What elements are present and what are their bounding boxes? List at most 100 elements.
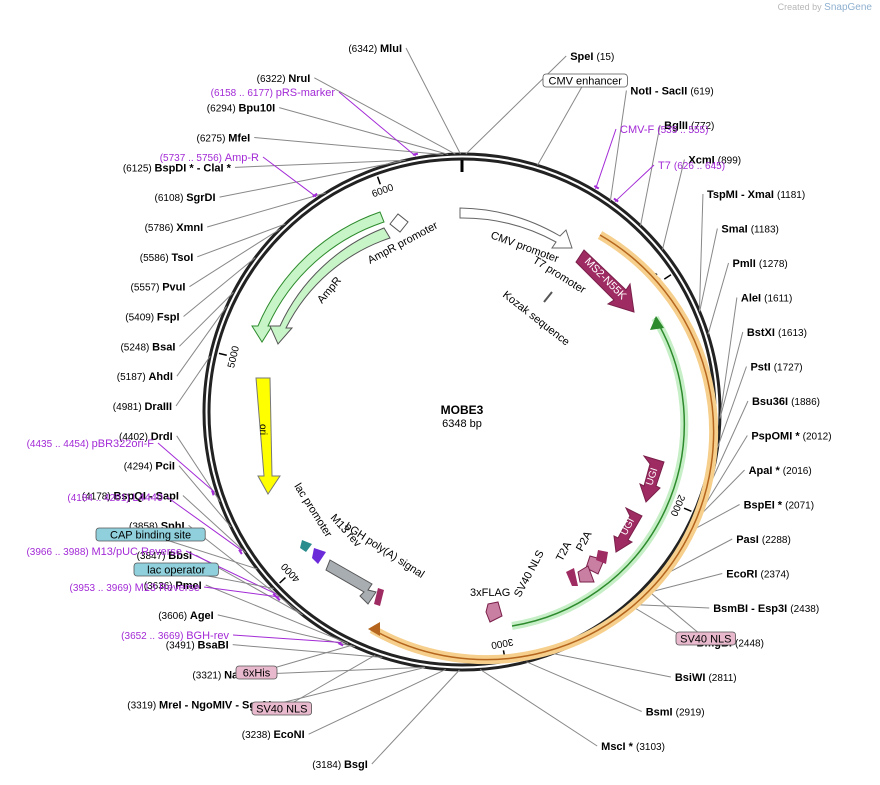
site-label-bbsi[interactable]: (3847) BbsI — [137, 550, 193, 562]
site-label-mrei-ngomiv-sgrai[interactable]: (3319) MreI - NgoMIV - SgrAI — [127, 699, 271, 711]
boxed-leader — [537, 80, 586, 166]
site-position: (3847) — [137, 551, 169, 562]
site-label-fspi[interactable]: (5409) FspI — [125, 312, 179, 324]
site-label-smai[interactable]: SmaI (1183) — [721, 224, 779, 236]
site-label-drdi[interactable]: (4402) DrdI — [119, 431, 173, 443]
primer-label-l4440[interactable]: (4184 .. 4201) L4440 — [67, 492, 163, 504]
site-label-msci-[interactable]: MscI * (3103) — [601, 741, 665, 753]
site-label-nrui[interactable]: (6322) NruI — [257, 73, 311, 85]
site-position: (2016) — [783, 466, 812, 477]
site-label-mfei[interactable]: (6275) MfeI — [197, 133, 251, 145]
boxed-feature-box[interactable] — [542, 73, 628, 88]
site-label-psti[interactable]: PstI (1727) — [750, 362, 802, 374]
site-name: XmnI — [176, 222, 203, 234]
site-label-pvui[interactable]: (5557) PvuI — [131, 282, 186, 294]
site-name: PstI — [750, 362, 773, 374]
site-label-bsiwi[interactable]: BsiWI (2811) — [675, 672, 737, 684]
site-label-pmei[interactable]: (3636) PmeI — [144, 580, 202, 592]
site-name: BspQI - SapI — [113, 491, 178, 503]
site-label-apai-[interactable]: ApaI * (2016) — [749, 465, 812, 477]
ori-label: ori — [257, 424, 268, 435]
sv40-nls-arrow — [577, 565, 595, 583]
primer-label-bgh-rev[interactable]: (3652 .. 3669) BGH-rev — [121, 630, 229, 642]
site-leader-pcii — [178, 465, 232, 528]
site-label-bspei-[interactable]: BspEI * (2071) — [744, 500, 814, 512]
site-label-spei[interactable]: SpeI (15) — [570, 51, 614, 63]
site-label-bsmi[interactable]: BsmI (2919) — [646, 707, 705, 719]
bgh-polya-label: bGH poly(A) signal — [342, 520, 426, 580]
snapgene-brand: SnapGene — [824, 2, 872, 13]
site-label-xcmi[interactable]: XcmI (899) — [688, 155, 741, 167]
boxed-feature-box[interactable] — [251, 701, 312, 716]
boxed-leader — [647, 590, 707, 640]
site-label-agei[interactable]: (3606) AgeI — [158, 610, 214, 622]
site-name: BspEI * — [744, 500, 786, 512]
site-label-bglii[interactable]: BglII (772) — [664, 120, 714, 132]
primer-label-pbr322ori-f[interactable]: (4435 .. 4454) pBR322ori-F — [27, 438, 155, 450]
site-label-mlui[interactable]: (6342) MluI — [348, 43, 402, 55]
green-forward-arc-line — [511, 317, 685, 627]
boxed-feature-box[interactable] — [95, 527, 206, 542]
site-label-bsmbi-esp3i[interactable]: BsmBI - Esp3I (2438) — [713, 603, 819, 615]
site-name: XcmI — [688, 155, 717, 167]
site-label-bsabi[interactable]: (3491) BsaBI — [166, 640, 229, 652]
site-label-ecori[interactable]: EcoRI (2374) — [726, 569, 789, 581]
site-label-draiii[interactable]: (4981) DraIII — [113, 401, 172, 413]
primer-leader — [232, 634, 342, 643]
site-leader-tspmi-xmai — [698, 193, 704, 312]
site-label-bstxi[interactable]: BstXI (1613) — [747, 327, 807, 339]
primer-label-m13-puc-reverse[interactable]: (3966 .. 3988) M13/pUC Reverse — [26, 546, 182, 558]
site-label-pspomi-[interactable]: PspOMI * (2012) — [751, 431, 831, 443]
site-label-tsoi[interactable]: (5586) TsoI — [140, 252, 193, 264]
site-position: (2448) — [735, 639, 764, 650]
site-label-bsgi[interactable]: (3184) BsgI — [312, 759, 368, 771]
site-leader-naei — [251, 666, 425, 675]
site-label-pmli[interactable]: PmlI (1278) — [733, 258, 788, 270]
ampr-big-arrow — [269, 227, 391, 345]
boxed-feature-box[interactable] — [675, 631, 736, 646]
site-label-pasi[interactable]: PasI (2288) — [736, 534, 791, 546]
primer-label-m13-reverse[interactable]: (3953 .. 3969) M13 Reverse — [70, 582, 200, 594]
site-name: BglII — [664, 120, 691, 132]
site-label-ahdi[interactable]: (5187) AhdI — [117, 371, 173, 383]
primer-label-t7[interactable]: T7 (626 .. 645) — [658, 160, 725, 172]
site-position: (1183) — [751, 225, 779, 236]
site-position: (3319) — [127, 700, 159, 711]
site-position: (1278) — [759, 259, 788, 270]
boxed-feature-box[interactable] — [235, 665, 278, 680]
site-position: (5248) — [120, 342, 152, 353]
site-label-tspmi-xmai[interactable]: TspMI - XmaI (1181) — [707, 189, 805, 201]
site-position: (3103) — [636, 742, 665, 753]
site-position: (3636) — [144, 581, 176, 592]
primer-name: CMV-F — [620, 124, 657, 136]
site-label-bsai[interactable]: (5248) BsaI — [120, 341, 175, 353]
site-leader-bsu36i — [708, 400, 749, 488]
primer-label-amp-r[interactable]: (5737 .. 5756) Amp-R — [160, 152, 259, 164]
primer-label-prs-marker[interactable]: (6158 .. 6177) pRS-marker — [211, 87, 336, 99]
site-position: (5187) — [117, 372, 149, 383]
site-position: (2374) — [760, 570, 789, 581]
site-position: (2071) — [785, 501, 814, 512]
site-label-alei[interactable]: AleI (1611) — [741, 293, 792, 305]
site-label-bsu36i[interactable]: Bsu36I (1886) — [752, 396, 820, 408]
site-leader-fspi — [183, 257, 256, 317]
site-position: (6108) — [155, 193, 187, 204]
site-position: (1886) — [791, 397, 820, 408]
site-label-bspqi-sapi[interactable]: (4178) BspQI - SapI — [82, 491, 179, 503]
primer-label-cmv-f[interactable]: CMV-F (535 .. 555) — [620, 124, 708, 136]
site-leader-pmli — [707, 262, 729, 335]
m13-rev-arrow — [312, 548, 326, 564]
primer-leader — [595, 128, 617, 190]
site-label-bspdi-clai-[interactable]: (6125) BspDI * - ClaI * — [123, 162, 232, 174]
site-label-noti-sacii[interactable]: NotI - SacII (619) — [630, 86, 713, 98]
primer-position: (4435 .. 4454) — [27, 439, 92, 450]
site-position: (5586) — [140, 253, 172, 264]
site-label-bpu10i[interactable]: (6294) Bpu10I — [207, 103, 275, 115]
site-label-sgrdi[interactable]: (6108) SgrDI — [155, 192, 216, 204]
boxed-feature-box[interactable] — [133, 562, 219, 577]
site-label-xmni[interactable]: (5786) XmnI — [145, 222, 204, 234]
site-label-econi[interactable]: (3238) EcoNI — [242, 729, 305, 741]
lac-promoter-arrow — [300, 540, 312, 552]
site-label-pcii[interactable]: (4294) PciI — [124, 461, 175, 473]
